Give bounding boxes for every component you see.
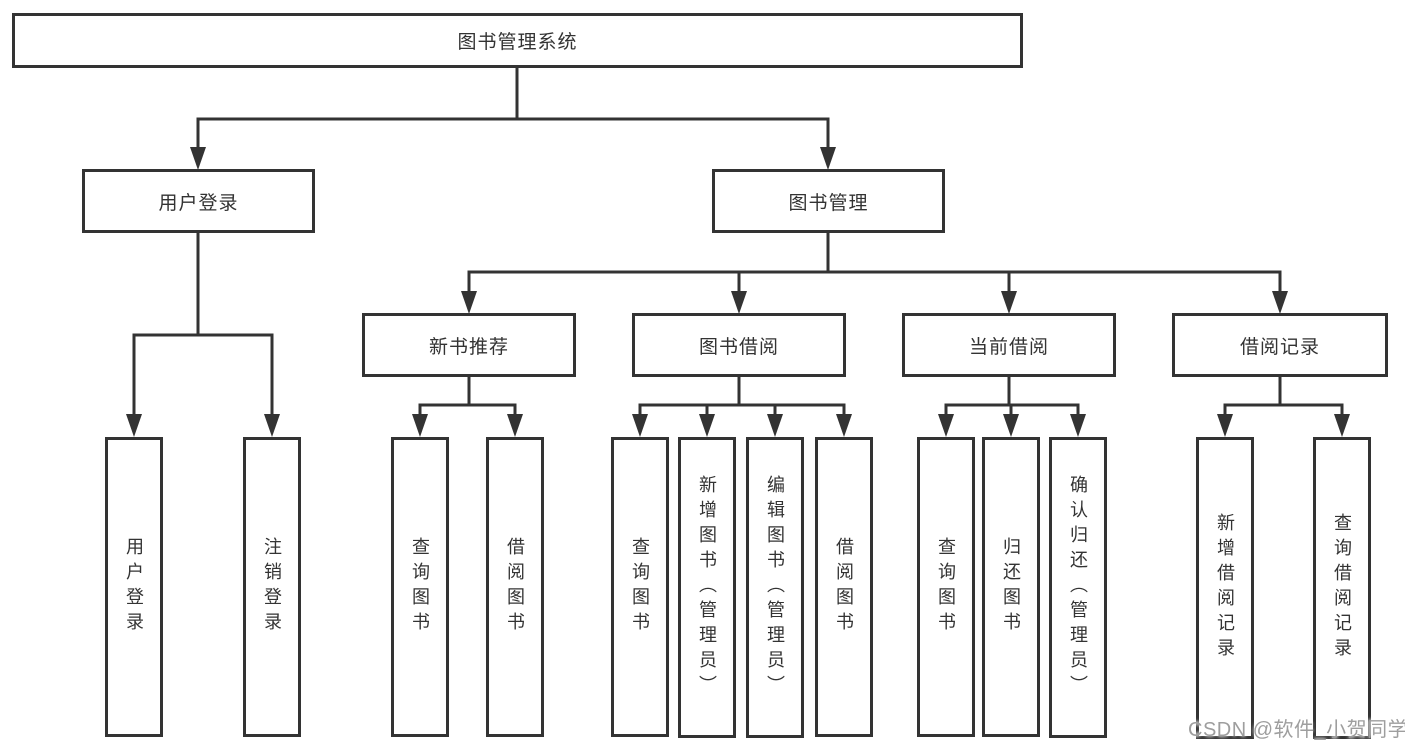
watermark-text: CSDN @软件_小贺同学: [1188, 719, 1405, 741]
leaf-current-query-books: 查询图书: [917, 437, 975, 737]
connector-root-to-level2: [190, 65, 836, 170]
leaf-newbook-borrow-books: 借阅图书: [486, 437, 544, 737]
node-new-book-recommend: 新书推荐: [362, 313, 576, 377]
node-user-login: 用户登录: [82, 169, 315, 233]
connector-current-to-leaves: [938, 375, 1086, 437]
leaf-user-login: 用户登录: [105, 437, 163, 737]
leaf-records-add-record: 新增借阅记录: [1196, 437, 1254, 739]
leaf-borrow-borrow-books: 借阅图书: [815, 437, 873, 737]
node-current-borrowing: 当前借阅: [902, 313, 1116, 377]
node-book-borrowing: 图书借阅: [632, 313, 846, 377]
leaf-borrow-add-books-admin: 新增图书（管理员）: [678, 437, 736, 738]
leaf-logout: 注销登录: [243, 437, 301, 737]
leaf-current-confirm-return-admin: 确认归还（管理员）: [1049, 437, 1107, 738]
leaf-newbook-query-books: 查询图书: [391, 437, 449, 737]
connector-login-to-leaves: [126, 231, 280, 437]
node-borrowing-records: 借阅记录: [1172, 313, 1388, 377]
connector-newbook-to-leaves: [412, 375, 523, 437]
leaf-borrow-edit-books-admin: 编辑图书（管理员）: [746, 437, 804, 738]
leaf-current-return-books: 归还图书: [982, 437, 1040, 737]
connector-records-to-leaves: [1217, 375, 1350, 437]
connector-borrow-to-leaves: [632, 375, 852, 437]
node-library-system: 图书管理系统: [12, 13, 1023, 68]
connector-mgmt-to-level3: [461, 231, 1288, 314]
leaf-borrow-query-books: 查询图书: [611, 437, 669, 737]
leaf-records-query-record: 查询借阅记录: [1313, 437, 1371, 739]
node-book-management: 图书管理: [712, 169, 945, 233]
